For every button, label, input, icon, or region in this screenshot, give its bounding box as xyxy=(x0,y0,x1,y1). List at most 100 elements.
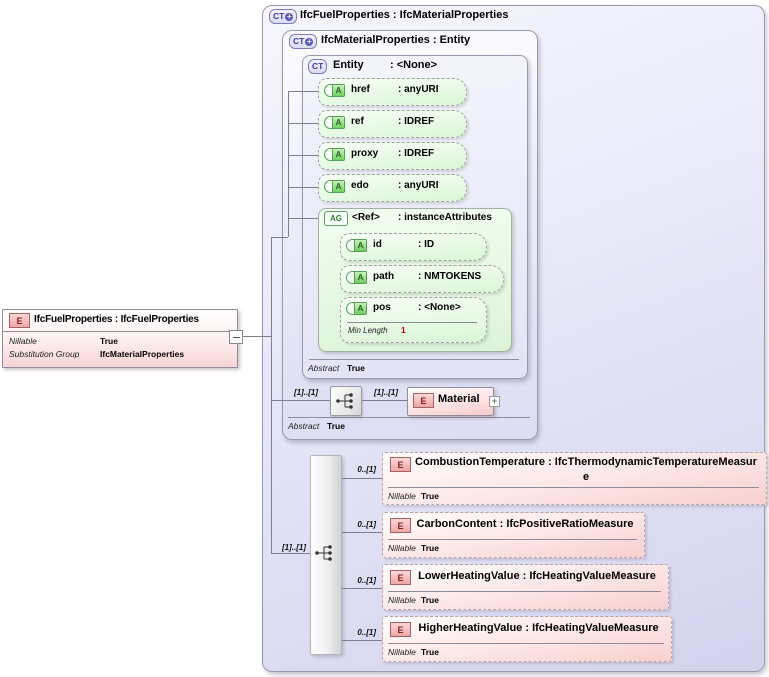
collapse-handle[interactable] xyxy=(229,330,243,344)
attribute-name: proxy xyxy=(351,148,379,159)
nillable-value: True xyxy=(100,336,118,346)
attribute-type: : <None> xyxy=(418,302,461,313)
divider xyxy=(388,539,637,540)
element-title[interactable]: CombustionTemperature : IfcThermodynamic… xyxy=(415,456,757,483)
divider xyxy=(388,643,664,644)
attribute-badge: A xyxy=(324,116,345,129)
entity-type-supertype: : <None> xyxy=(390,59,438,71)
connector-line xyxy=(340,478,382,479)
attribute-group-badge: AG xyxy=(324,211,348,226)
element-material-name[interactable]: Material xyxy=(438,393,480,405)
attribute-group-type: : instanceAttributes xyxy=(398,212,492,223)
element-lowerheatingvalue-box[interactable] xyxy=(382,564,669,610)
sequence-bar xyxy=(310,455,342,655)
element-combustiontemperature-box[interactable] xyxy=(382,452,767,505)
element-badge: E xyxy=(9,313,30,328)
cardinality-label: 0..[1] xyxy=(357,465,376,474)
divider xyxy=(347,322,477,323)
nillable-label: Nillable xyxy=(388,595,416,605)
expand-plus-icon: + xyxy=(305,36,314,46)
attribute-badge: A xyxy=(346,271,367,284)
attribute-edo-box xyxy=(318,174,467,202)
connector-line xyxy=(288,187,318,188)
minus-icon xyxy=(233,337,240,338)
element-higherheatingvalue-box[interactable] xyxy=(382,616,672,662)
divider xyxy=(388,591,661,592)
cardinality-label: [1]..[1] xyxy=(294,388,318,397)
attribute-type: : NMTOKENS xyxy=(418,271,482,282)
element-title[interactable]: CarbonContent : IfcPositiveRatioMeasure xyxy=(416,518,634,530)
substitution-group-label: Substitution Group xyxy=(9,349,80,359)
connector-line xyxy=(288,123,318,124)
connector-line xyxy=(288,155,318,156)
attribute-name: pos xyxy=(373,302,391,313)
connector-line xyxy=(271,400,330,401)
attribute-group-name: <Ref> xyxy=(352,212,380,223)
element-badge: E xyxy=(390,622,411,637)
attribute-ref-box xyxy=(318,110,467,138)
sequence-icon xyxy=(330,386,362,416)
connector-line xyxy=(271,553,310,554)
divider xyxy=(288,417,530,418)
sequence-glyph-icon xyxy=(336,393,353,409)
nillable-label: Nillable xyxy=(388,491,416,501)
abstract-label: Abstract xyxy=(308,363,340,373)
nillable-value: True xyxy=(421,647,439,657)
nillable-label: Nillable xyxy=(388,543,416,553)
element-carboncontent-box[interactable] xyxy=(382,512,645,558)
nillable-value: True xyxy=(421,543,439,553)
cardinality-label: 0..[1] xyxy=(357,520,376,529)
connector-line xyxy=(288,218,318,219)
cardinality-label: [1]..[1] xyxy=(282,543,306,552)
nillable-value: True xyxy=(421,491,439,501)
element-badge: E xyxy=(390,570,411,585)
element-badge: E xyxy=(413,393,434,408)
connector-line xyxy=(340,588,382,589)
attribute-badge: A xyxy=(324,148,345,161)
element-badge: E xyxy=(390,518,411,533)
attribute-type: : anyURI xyxy=(398,180,439,191)
attribute-name: href xyxy=(351,84,370,95)
attribute-type: : ID xyxy=(418,239,435,250)
nillable-value: True xyxy=(421,595,439,605)
abstract-label: Abstract xyxy=(288,421,320,431)
connector-line xyxy=(271,237,288,238)
element-title[interactable]: HigherHeatingValue : IfcHeatingValueMeas… xyxy=(418,622,659,634)
complex-type-badge: CT+ xyxy=(269,9,298,24)
abstract-value: True xyxy=(347,363,365,373)
cardinality-label: 0..[1] xyxy=(357,628,376,637)
outer-type-title: IfcFuelProperties : IfcMaterialPropertie… xyxy=(300,9,509,21)
sequence-glyph-icon xyxy=(315,545,332,561)
cardinality-label: [1]..[1] xyxy=(374,388,398,397)
attribute-name: path xyxy=(373,271,395,282)
complex-type-badge: CT xyxy=(308,59,328,74)
abstract-value: True xyxy=(327,421,345,431)
divider xyxy=(388,487,759,488)
cardinality-label: 0..[1] xyxy=(357,576,376,585)
entity-type-name: Entity xyxy=(333,59,364,71)
root-element-title[interactable]: IfcFuelProperties : IfcFuelProperties xyxy=(34,314,199,325)
facet-value: 1 xyxy=(401,325,406,335)
element-title[interactable]: LowerHeatingValue : IfcHeatingValueMeasu… xyxy=(418,570,656,582)
attribute-badge: A xyxy=(324,84,345,97)
expand-plus-handle[interactable]: + xyxy=(489,396,500,407)
attribute-badge: A xyxy=(324,180,345,193)
connector-line xyxy=(288,91,289,237)
attribute-badge: A xyxy=(346,239,367,252)
attribute-name: edo xyxy=(351,180,369,191)
complex-type-badge: CT+ xyxy=(289,34,318,49)
connector-line xyxy=(243,336,271,337)
connector-line xyxy=(288,91,318,92)
nillable-label: Nillable xyxy=(388,647,416,657)
connector-line xyxy=(360,400,407,401)
attribute-badge: A xyxy=(346,302,367,315)
connector-line xyxy=(340,532,382,533)
attribute-name: id xyxy=(373,239,382,250)
expand-plus-icon: + xyxy=(285,11,294,21)
parent-type-title: IfcMaterialProperties : Entity xyxy=(321,34,471,46)
divider xyxy=(3,331,235,332)
element-badge: E xyxy=(390,457,411,472)
attribute-type: : anyURI xyxy=(398,84,439,95)
root-element-ifcfuelproperties-box[interactable] xyxy=(2,309,238,368)
